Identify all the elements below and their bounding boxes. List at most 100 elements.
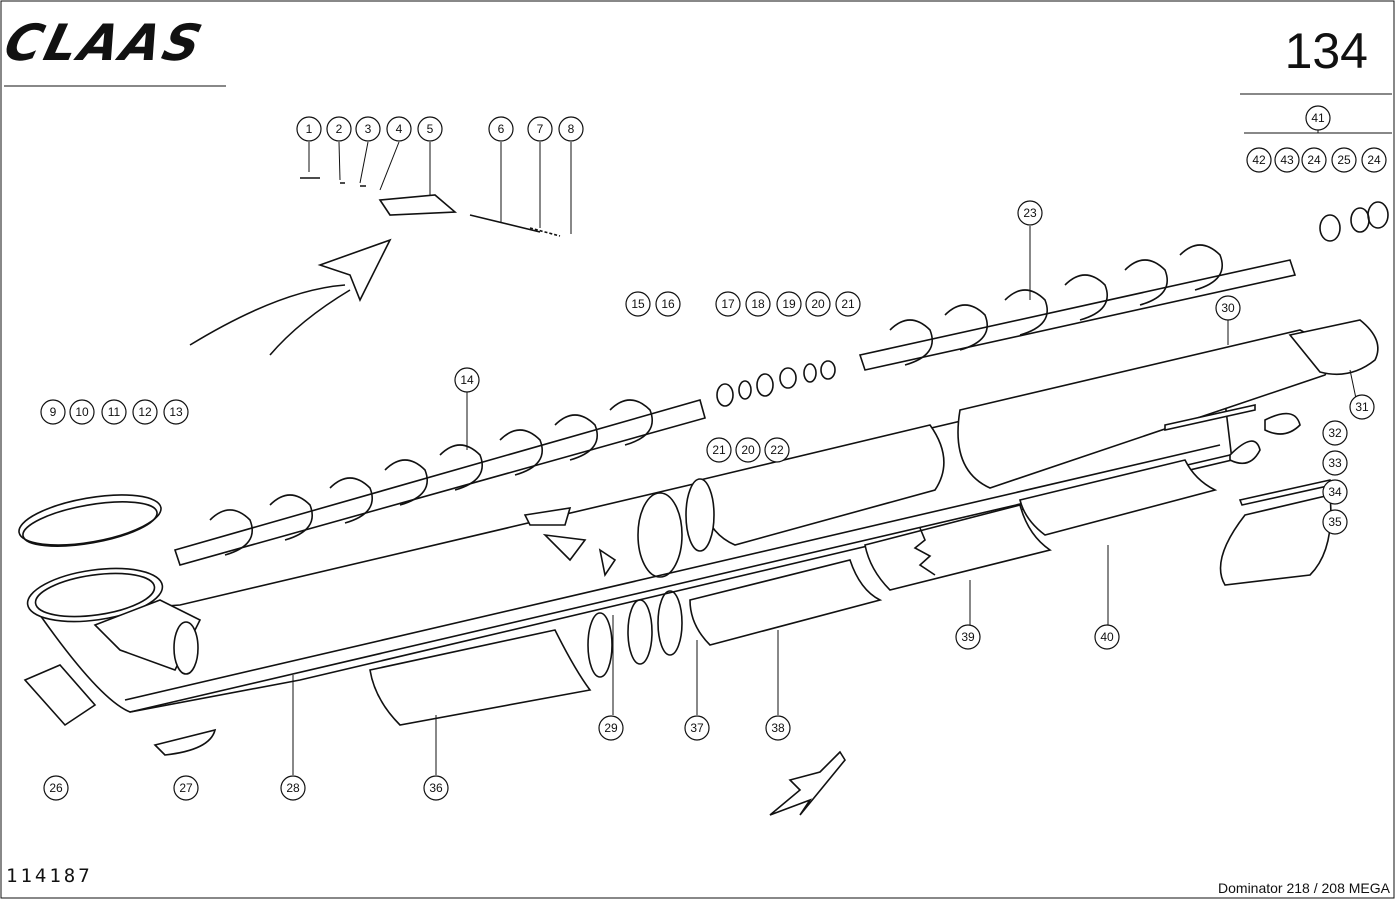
- callout-24: 24: [1361, 147, 1387, 173]
- segment-33: [1229, 440, 1261, 465]
- leader-lines: [292, 125, 1392, 775]
- callout-1: 1: [296, 116, 322, 142]
- auger-23: [858, 244, 1297, 371]
- callout-8: 8: [558, 116, 584, 142]
- callout-label: 43: [1280, 153, 1294, 167]
- callout-label: 28: [286, 781, 300, 795]
- callout-label: 33: [1328, 456, 1342, 470]
- page-number: 134: [1284, 23, 1368, 79]
- detail-arrow: [189, 284, 346, 346]
- callout-19: 19: [776, 291, 802, 317]
- callout-12: 12: [132, 399, 158, 425]
- callout-33: 33: [1322, 450, 1348, 476]
- callout-label: 21: [712, 443, 726, 457]
- callout-32: 32: [1322, 420, 1348, 446]
- callout-label: 24: [1367, 153, 1381, 167]
- callout-label: 25: [1337, 153, 1351, 167]
- callout-42: 42: [1246, 147, 1272, 173]
- bracket-lower: [542, 533, 587, 562]
- callout-label: 39: [961, 630, 975, 644]
- callout-label: 24: [1307, 153, 1321, 167]
- callout-34: 34: [1322, 479, 1348, 505]
- direction-arrow: [769, 750, 846, 816]
- callout-29: 29: [598, 715, 624, 741]
- callout-43: 43: [1274, 147, 1300, 173]
- callout-18: 18: [745, 291, 771, 317]
- callout-15: 15: [625, 291, 651, 317]
- callout-27: 27: [173, 775, 199, 801]
- plate-5: [378, 194, 458, 216]
- spring-7: [529, 227, 561, 237]
- housing-26: [23, 664, 97, 727]
- callout-label: 4: [396, 122, 403, 136]
- callout-label: 35: [1328, 515, 1342, 529]
- shield-35: [1219, 494, 1332, 586]
- callout-label: 14: [460, 373, 474, 387]
- callout-label: 12: [138, 405, 152, 419]
- callout-3: 3: [355, 116, 381, 142]
- document-number: 114187: [6, 865, 93, 887]
- callout-21: 21: [835, 291, 861, 317]
- callout-label: 19: [782, 297, 796, 311]
- callout-6: 6: [488, 116, 514, 142]
- callout-label: 17: [721, 297, 735, 311]
- callout-2: 2: [326, 116, 352, 142]
- segment-32: [1264, 412, 1301, 435]
- callout-label: 6: [498, 122, 505, 136]
- callout-14: 14: [454, 367, 480, 393]
- bearing-parts: [716, 201, 1389, 407]
- callout-label: 2: [336, 122, 343, 136]
- callout-25: 25: [1331, 147, 1357, 173]
- callout-26: 26: [43, 775, 69, 801]
- plate-27: [153, 728, 217, 756]
- callout-21: 21: [706, 437, 732, 463]
- callout-label: 31: [1355, 400, 1369, 414]
- callout-10: 10: [69, 399, 95, 425]
- callout-label: 5: [427, 122, 434, 136]
- callout-16: 16: [655, 291, 681, 317]
- callout-label: 41: [1311, 111, 1325, 125]
- callout-label: 13: [169, 405, 183, 419]
- callout-4: 4: [386, 116, 412, 142]
- callout-label: 8: [568, 122, 575, 136]
- callout-7: 7: [527, 116, 553, 142]
- callout-label: 22: [770, 443, 784, 457]
- callout-5: 5: [417, 116, 443, 142]
- callout-label: 20: [741, 443, 755, 457]
- callout-41: 41: [1305, 105, 1331, 131]
- callout-label: 9: [50, 405, 57, 419]
- callout-28: 28: [280, 775, 306, 801]
- callout-36: 36: [423, 775, 449, 801]
- callout-39: 39: [955, 624, 981, 650]
- tube-section-middle: [637, 424, 945, 578]
- callout-label: 16: [661, 297, 675, 311]
- small-bolts: [300, 177, 366, 187]
- model-label: Dominator 218 / 208 MEGA: [1218, 880, 1390, 896]
- callout-label: 10: [75, 405, 89, 419]
- rod-6: [469, 214, 541, 233]
- callout-9: 9: [40, 399, 66, 425]
- callout-label: 15: [631, 297, 645, 311]
- callout-30: 30: [1215, 295, 1241, 321]
- callout-20: 20: [735, 437, 761, 463]
- callout-label: 37: [690, 721, 704, 735]
- callout-label: 29: [604, 721, 618, 735]
- callout-17: 17: [715, 291, 741, 317]
- callout-label: 42: [1252, 153, 1266, 167]
- callout-22: 22: [764, 437, 790, 463]
- callout-31: 31: [1349, 394, 1375, 420]
- callout-40: 40: [1094, 624, 1120, 650]
- cover-38: [689, 559, 883, 646]
- callout-label: 20: [811, 297, 825, 311]
- callout-label: 23: [1023, 206, 1037, 220]
- callout-label: 40: [1100, 630, 1114, 644]
- tube-section-30: [957, 319, 1379, 489]
- callout-13: 13: [163, 399, 189, 425]
- callout-label: 36: [429, 781, 443, 795]
- callout-label: 30: [1221, 301, 1235, 315]
- callout-label: 38: [771, 721, 785, 735]
